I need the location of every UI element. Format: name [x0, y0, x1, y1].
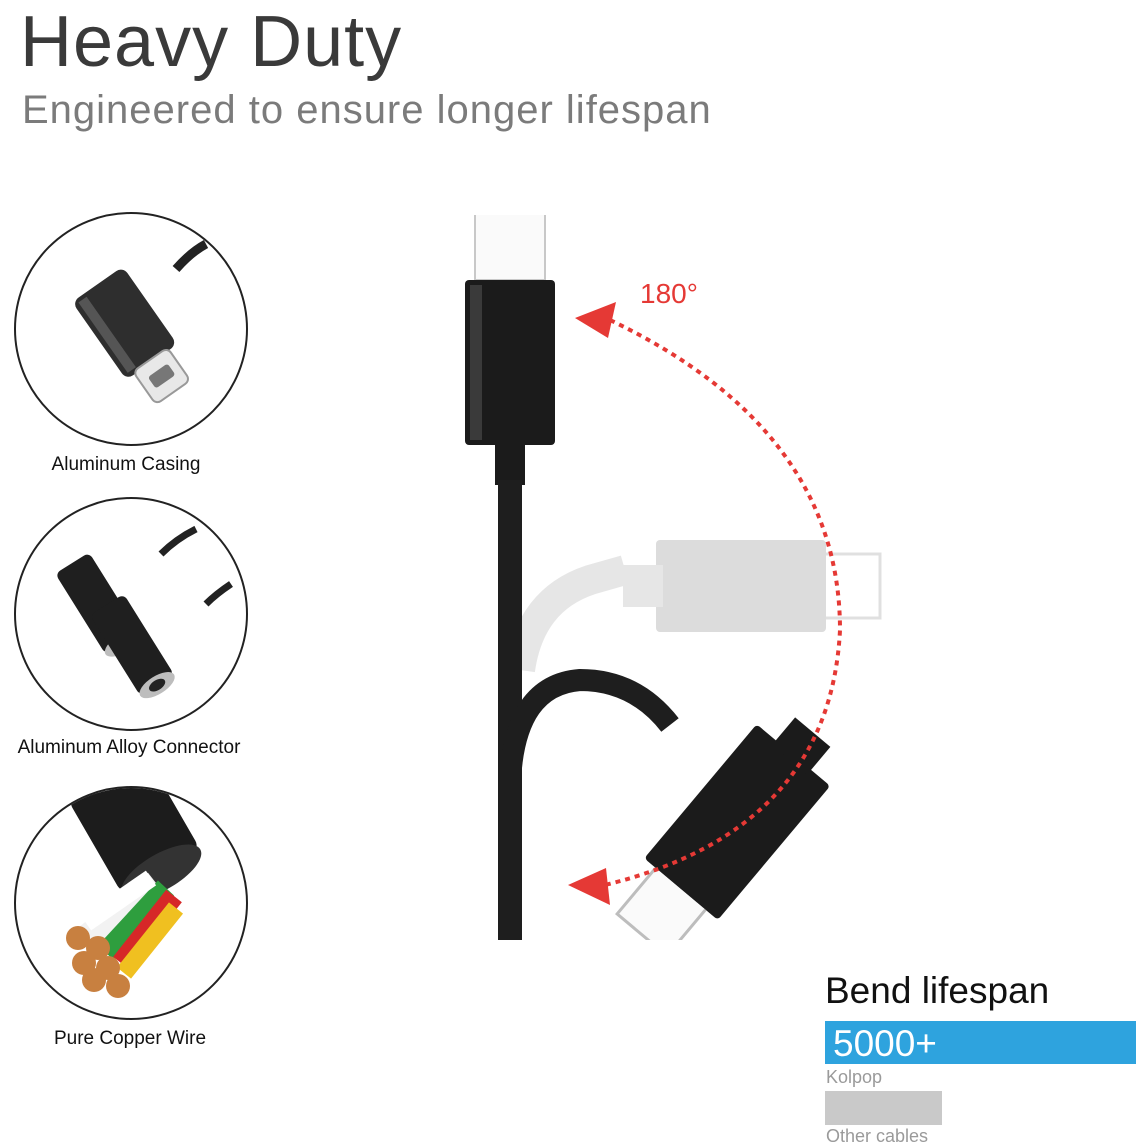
feature-label: Aluminum Casing — [51, 454, 201, 475]
kolpop-lifespan-value: 5000+ — [833, 1023, 937, 1064]
page-subtitle: Engineered to ensure longer lifespan — [22, 88, 712, 132]
kolpop-label: Kolpop — [826, 1067, 883, 1087]
copper-wire-cross-section-icon — [14, 786, 248, 1020]
other-cables-label: Other cables — [826, 1126, 929, 1146]
page-title: Heavy Duty — [20, 2, 403, 82]
feature-label: Aluminum Alloy Connector — [17, 737, 241, 758]
feature-aluminum-casing: Aluminum Casing — [0, 212, 260, 482]
dual-audio-jack-icon — [14, 497, 248, 731]
feature-label: Pure Copper Wire — [53, 1028, 207, 1049]
other-cables-bar — [825, 1091, 942, 1125]
feature-alloy-connector: Aluminum Alloy Connector — [0, 497, 260, 767]
bend-lifespan-title: Bend lifespan — [825, 970, 1050, 1011]
feature-copper-wire: Pure Copper Wire — [0, 786, 260, 1056]
bend-angle-label: 180° — [640, 278, 698, 309]
kolpop-lifespan-bar: 5000+ — [825, 1021, 1136, 1064]
cable-bend-illustration — [420, 140, 900, 940]
usb-c-connector-icon — [14, 212, 248, 446]
